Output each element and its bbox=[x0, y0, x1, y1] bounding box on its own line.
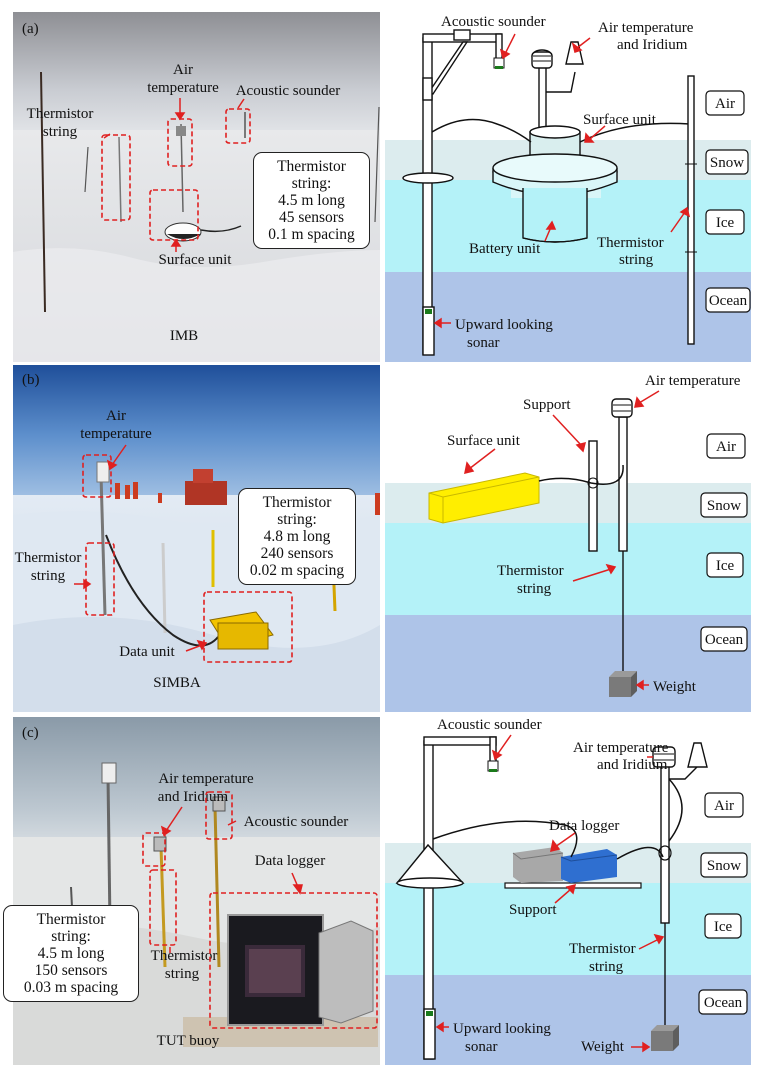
diag-c-support-label: Support bbox=[509, 902, 557, 918]
photo-a-buoy-name: IMB bbox=[170, 328, 198, 344]
photo-b-air-temp-label-1: Air bbox=[106, 408, 126, 424]
info-box-a: Thermistor string: 4.5 m long 45 sensors… bbox=[253, 152, 370, 249]
diag-c-sonar-label-1: Upward looking bbox=[453, 1021, 551, 1037]
diag-a-sounder-label: Acoustic sounder bbox=[441, 14, 546, 30]
info-c-line-1: Thermistor bbox=[36, 911, 106, 928]
diag-a-surface-unit-label: Surface unit bbox=[583, 112, 657, 128]
diag-b-thermistor-label-1: Thermistor bbox=[497, 563, 564, 579]
diagram-simba: Air Snow Ice Ocean Air temperature Suppo… bbox=[385, 365, 751, 712]
photo-c-buoy-name: TUT buoy bbox=[157, 1033, 220, 1049]
layer-c-snow: Snow bbox=[707, 858, 741, 874]
photo-a-thermistor-label-1: Thermistor bbox=[27, 106, 94, 122]
photo-c-airtemp-label-1: Air temperature bbox=[158, 771, 254, 787]
info-b-line-4: 240 sensors bbox=[260, 545, 334, 562]
photo-a-thermistor-label-2: string bbox=[43, 124, 78, 140]
photo-c-airtemp-label-2: and Iridium bbox=[158, 789, 229, 805]
panel-c: (c) Air temperature and Iridium Acoustic… bbox=[0, 717, 761, 1065]
diagram-imb: Air Snow Ice Ocean Acoustic sounder Air … bbox=[385, 12, 751, 362]
info-b-line-2: string: bbox=[277, 511, 317, 528]
photo-a-air-temp-label-2: temperature bbox=[147, 80, 219, 96]
photo-b-thermistor-label-1: Thermistor bbox=[15, 550, 82, 566]
diag-b-weight-label: Weight bbox=[653, 679, 697, 695]
info-c-line-2: string: bbox=[51, 928, 91, 945]
layer-c-air: Air bbox=[714, 798, 734, 814]
diagram-tut-svg: Air Snow Ice Ocean Acoustic sounder Air … bbox=[385, 717, 751, 1065]
info-b-line-3: 4.8 m long bbox=[263, 528, 331, 545]
diag-b-airtemp-label: Air temperature bbox=[645, 373, 741, 389]
photo-c-thermistor-label-2: string bbox=[165, 966, 200, 982]
layer-a-snow: Snow bbox=[710, 155, 744, 171]
photo-imb-annotations: (a) Air temperature Acoustic sounder The… bbox=[22, 21, 341, 344]
photo-a-air-temp-label-1: Air bbox=[173, 62, 193, 78]
layer-a-ice: Ice bbox=[716, 215, 735, 231]
diag-c-datalogger-label: Data logger bbox=[549, 818, 619, 834]
info-c-line-5: 0.03 m spacing bbox=[23, 979, 119, 996]
diag-c-airtemp-label-2: and Iridium bbox=[597, 757, 668, 773]
info-a-line-4: 45 sensors bbox=[278, 209, 344, 226]
diag-b-surface-unit-label: Surface unit bbox=[447, 433, 521, 449]
layer-b-snow: Snow bbox=[707, 498, 741, 514]
layer-c-ice: Ice bbox=[714, 919, 733, 935]
diag-c-sounder-label: Acoustic sounder bbox=[437, 717, 542, 733]
layer-a-air: Air bbox=[715, 96, 735, 112]
diag-a-airtemp-label-1: Air temperature bbox=[598, 20, 694, 36]
diagram-simba-svg: Air Snow Ice Ocean Air temperature Suppo… bbox=[385, 365, 751, 712]
diag-a-airtemp-label-2: and Iridium bbox=[617, 37, 688, 53]
diag-c-sonar-label-2: sonar bbox=[465, 1039, 498, 1055]
photo-c-thermistor-label-1: Thermistor bbox=[151, 948, 218, 964]
panel-c-tag: (c) bbox=[22, 725, 39, 741]
photo-a-surface-unit-label: Surface unit bbox=[159, 252, 233, 268]
diag-a-thermistor-label-2: string bbox=[619, 252, 654, 268]
diag-a-sonar-label-2: sonar bbox=[467, 335, 500, 351]
info-box-c: Thermistor string: 4.5 m long 150 sensor… bbox=[3, 905, 139, 1002]
diagram-imb-svg: Air Snow Ice Ocean Acoustic sounder Air … bbox=[385, 12, 751, 362]
photo-a-sounder-label: Acoustic sounder bbox=[236, 83, 341, 99]
diag-c-weight-label: Weight bbox=[581, 1039, 625, 1055]
photo-c-sounder-label: Acoustic sounder bbox=[244, 814, 349, 830]
layer-b-air: Air bbox=[716, 439, 736, 455]
photo-b-data-unit-label: Data unit bbox=[119, 644, 175, 660]
photo-c-datalogger-label: Data logger bbox=[255, 853, 325, 869]
panel-a-tag: (a) bbox=[22, 21, 39, 37]
info-a-line-2: string: bbox=[291, 175, 332, 192]
layer-b-ocean: Ocean bbox=[705, 632, 744, 648]
info-a-line-5: 0.1 m spacing bbox=[268, 226, 355, 243]
layer-b-ice: Ice bbox=[716, 558, 735, 574]
info-a-line-3: 4.5 m long bbox=[278, 192, 345, 209]
panel-b-tag: (b) bbox=[22, 372, 40, 388]
layer-a-ocean: Ocean bbox=[709, 293, 748, 309]
info-c-line-3: 4.5 m long bbox=[37, 945, 105, 962]
photo-simba-annotations: (b) Air temperature Thermistor string Da… bbox=[15, 372, 293, 691]
photo-b-buoy-name: SIMBA bbox=[153, 675, 201, 691]
photo-b-air-temp-label-2: temperature bbox=[80, 426, 152, 442]
diag-c-airtemp-label-1: Air temperature bbox=[573, 740, 669, 756]
diag-a-sonar-label-1: Upward looking bbox=[455, 317, 553, 333]
diagram-tut: Air Snow Ice Ocean Acoustic sounder Air … bbox=[385, 717, 751, 1065]
photo-tut-annotations: (c) Air temperature and Iridium Acoustic… bbox=[22, 725, 378, 1049]
info-b-line-5: 0.02 m spacing bbox=[249, 562, 345, 579]
info-b-line-1: Thermistor bbox=[262, 494, 332, 511]
info-c-line-4: 150 sensors bbox=[34, 962, 108, 979]
layer-c-ocean: Ocean bbox=[704, 995, 743, 1011]
panel-a: (a) Air temperature Acoustic sounder The… bbox=[0, 12, 761, 362]
info-box-b: Thermistor string: 4.8 m long 240 sensor… bbox=[238, 488, 356, 585]
diag-a-battery-label: Battery unit bbox=[469, 241, 541, 257]
diag-c-thermistor-label-1: Thermistor bbox=[569, 941, 636, 957]
diag-a-thermistor-label-1: Thermistor bbox=[597, 235, 664, 251]
diag-c-thermistor-label-2: string bbox=[589, 959, 624, 975]
photo-b-thermistor-label-2: string bbox=[31, 568, 66, 584]
info-a-line-1: Thermistor bbox=[277, 158, 346, 175]
panel-b: (b) Air temperature Thermistor string Da… bbox=[0, 365, 761, 712]
diag-b-thermistor-label-2: string bbox=[517, 581, 552, 597]
diag-b-support-label: Support bbox=[523, 397, 571, 413]
